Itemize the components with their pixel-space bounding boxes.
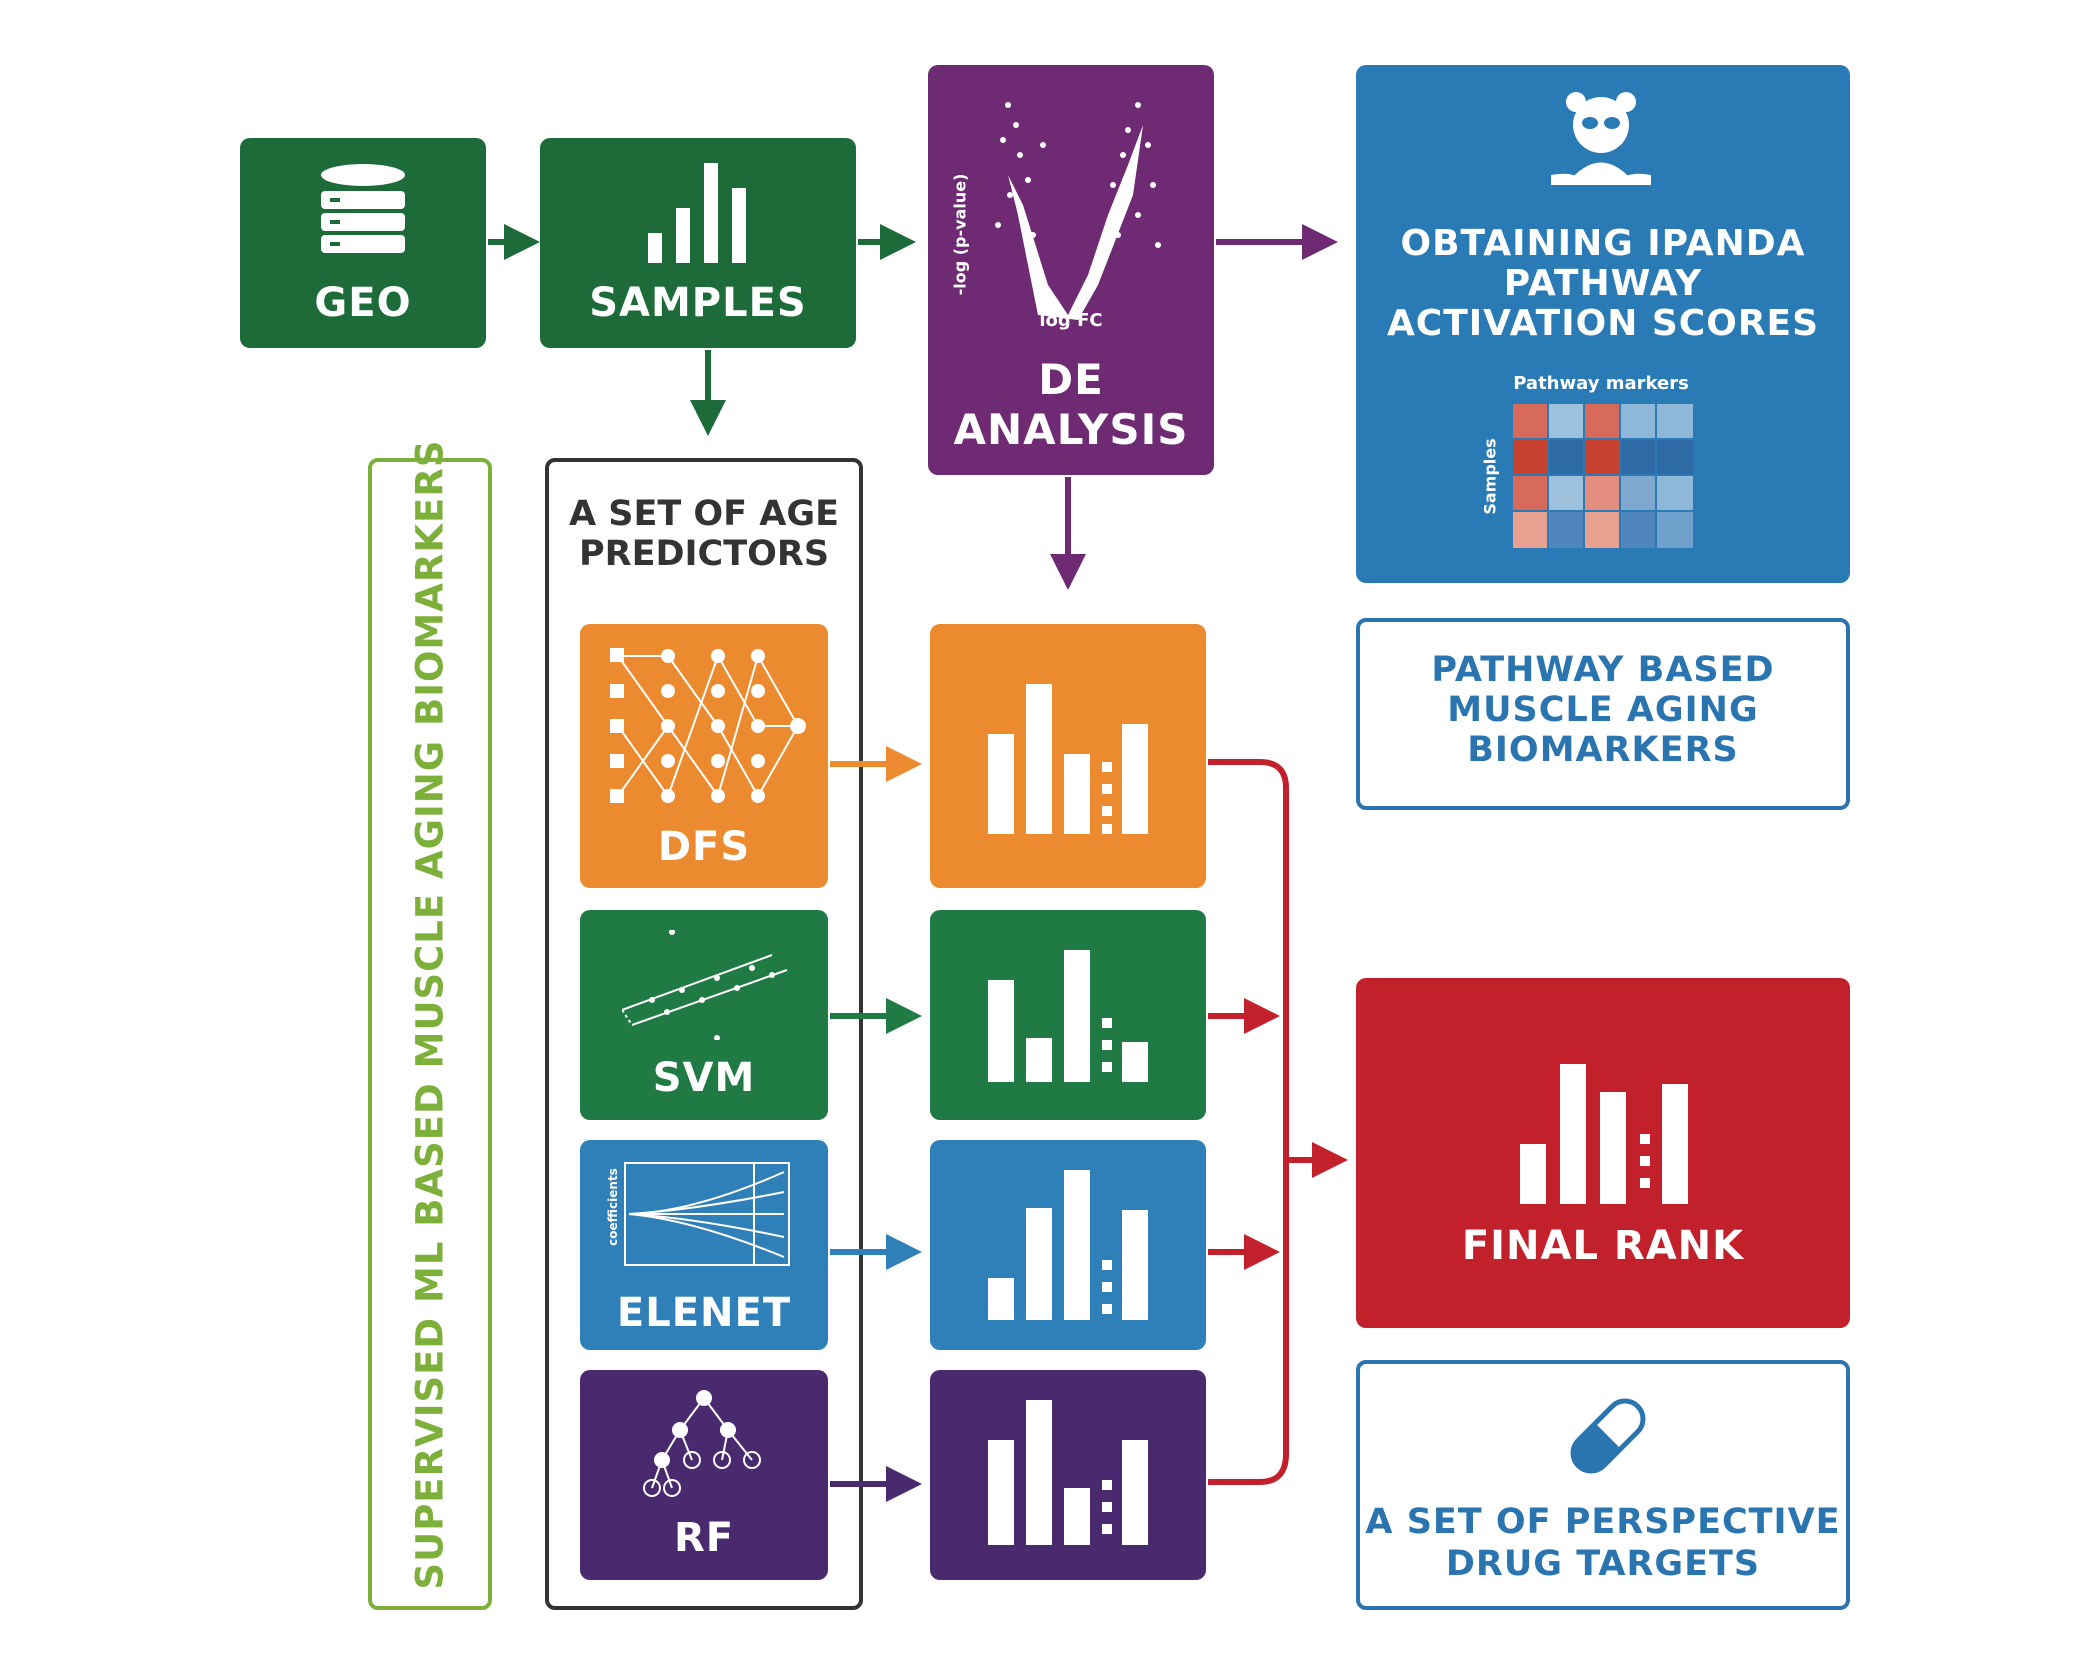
- rank-box-svm: [930, 910, 1206, 1120]
- heatmap-col-label: Pathway markers: [1513, 373, 1689, 394]
- red-bracket: [1208, 759, 1289, 1485]
- supervised-ml-box: SUPERVISED ML BASED MUSCLE AGING BIOMARK…: [368, 440, 492, 1610]
- bar-chart-icon: [988, 684, 1148, 834]
- rf-box: RF: [580, 1370, 828, 1580]
- ipanda-title-line1: OBTAINING IPANDA: [1400, 223, 1806, 264]
- final-rank-label: FINAL RANK: [1461, 1223, 1745, 1269]
- final-rank-box: FINAL RANK: [1356, 978, 1850, 1328]
- neural-network-icon: [610, 648, 806, 803]
- bar-chart-icon: [988, 1400, 1148, 1545]
- geo-box: GEO: [240, 138, 486, 348]
- random-forest-icon: [643, 1390, 761, 1497]
- pathway-biomarkers-line3: BIOMARKERS: [1467, 730, 1739, 770]
- pathway-biomarkers-box: PATHWAY BASED MUSCLE AGING BIOMARKERS: [1356, 618, 1850, 810]
- predictors-title-line1: A SET OF AGE: [568, 494, 840, 534]
- pathway-biomarkers-line1: PATHWAY BASED: [1431, 650, 1775, 690]
- svm-box: SVM: [580, 910, 828, 1120]
- dfs-label: DFS: [657, 824, 751, 870]
- predictors-title-line2: PREDICTORS: [578, 534, 830, 574]
- rf-label: RF: [673, 1515, 735, 1561]
- pathway-biomarkers-line2: MUSCLE AGING: [1447, 690, 1759, 730]
- geo-label: GEO: [314, 280, 412, 326]
- elenet-box: coefficients ELENET: [580, 1140, 828, 1350]
- drug-targets-box: A SET OF PERSPECTIVE DRUG TARGETS: [1356, 1360, 1850, 1610]
- de-label-line2: ANALYSIS: [953, 405, 1189, 454]
- volcano-plot-icon: [995, 102, 1161, 320]
- elastic-net-icon: [624, 1162, 790, 1266]
- heatmap-icon: [1512, 403, 1695, 550]
- rank-box-dfs: [930, 624, 1206, 888]
- pill-icon: [1570, 1398, 1646, 1474]
- database-icon: [321, 164, 405, 253]
- drug-targets-line2: DRUG TARGETS: [1445, 1544, 1761, 1584]
- ipanda-title-line3: ACTIVATION SCORES: [1386, 303, 1820, 344]
- elenet-label: ELENET: [616, 1290, 792, 1336]
- rank-box-rf: [930, 1370, 1206, 1580]
- de-x-axis-label: log FC: [1039, 310, 1103, 331]
- bar-chart-icon: [648, 163, 746, 263]
- drug-targets-line1: A SET OF PERSPECTIVE: [1365, 1502, 1841, 1542]
- samples-label: SAMPLES: [589, 280, 807, 326]
- de-analysis-box: -log (p-value) log FC DE ANALYSIS: [928, 65, 1214, 475]
- bar-chart-icon: [988, 950, 1148, 1082]
- ipanda-title-line2: PATHWAY: [1503, 263, 1703, 304]
- svm-icon: [622, 930, 788, 1040]
- dfs-box: DFS: [580, 624, 828, 888]
- svm-label: SVM: [652, 1055, 756, 1101]
- de-label-line1: DE: [1038, 355, 1104, 404]
- bar-chart-icon: [988, 1170, 1148, 1320]
- rank-box-elenet: [930, 1140, 1206, 1350]
- samples-box: SAMPLES: [540, 138, 856, 348]
- panda-icon: [1551, 92, 1651, 185]
- ipanda-box: OBTAINING IPANDA PATHWAY ACTIVATION SCOR…: [1356, 65, 1850, 583]
- bar-chart-icon: [1520, 1064, 1688, 1204]
